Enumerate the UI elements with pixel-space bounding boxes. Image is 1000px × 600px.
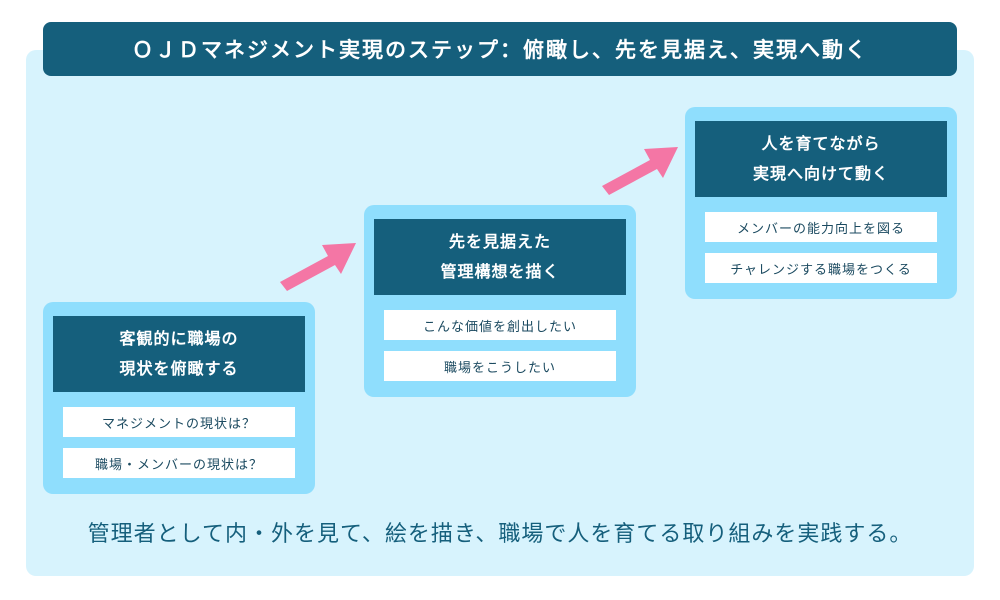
step-2-heading: 先を見据えた 管理構想を描く [374,219,626,295]
step-1-heading-line-2: 現状を俯瞰する [119,359,239,378]
step-3-heading-line-1: 人を育てながら [761,134,881,153]
step-3-item-2: チャレンジする職場をつくる [705,253,937,283]
arrow-right-up-icon [280,243,356,291]
arrow-right-up-icon-shape [280,243,356,291]
page-title: ＯＪＤマネジメント実現のステップ：俯瞰し、先を見据え、実現へ動く [43,22,957,76]
step-1-item-1: マネジメントの現状は？ [63,407,295,437]
step-1-heading: 客観的に職場の 現状を俯瞰する [53,316,305,392]
step-3-heading: 人を育てながら 実現へ向けて動く [695,121,947,197]
step-3-box: 人を育てながら 実現へ向けて動く メンバーの能力向上を図る チャレンジする職場を… [685,107,957,299]
step-1-box: 客観的に職場の 現状を俯瞰する マネジメントの現状は？ 職場・メンバーの現状は？ [43,302,315,494]
step-3-heading-line-2: 実現へ向けて動く [752,164,889,183]
step-1-item-2: 職場・メンバーの現状は？ [63,448,295,478]
step-1-heading-line-1: 客観的に職場の [119,329,239,348]
step-2-heading-line-1: 先を見据えた [448,232,551,251]
step-3-item-1: メンバーの能力向上を図る [705,212,937,242]
arrow-right-up-icon-shape [602,147,678,195]
step-2-item-1: こんな価値を創出したい [384,310,616,340]
arrow-right-up-icon [602,147,678,195]
summary-text: 管理者として内・外を見て、絵を描き、職場で人を育てる取り組みを実践する。 [87,522,913,547]
step-2-heading-line-2: 管理構想を描く [440,262,560,281]
step-2-item-2: 職場をこうしたい [384,351,616,381]
step-2-box: 先を見据えた 管理構想を描く こんな価値を創出したい 職場をこうしたい [364,205,636,397]
